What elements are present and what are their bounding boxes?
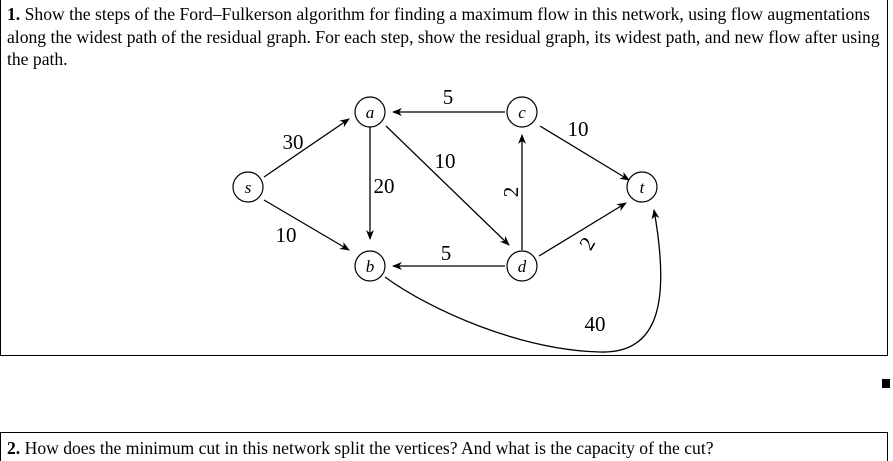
- node-s-label: s: [245, 178, 252, 197]
- capacity-d-b: 5: [441, 241, 452, 265]
- capacity-a-b: 20: [374, 174, 395, 198]
- capacity-c-a: 5: [443, 85, 454, 109]
- node-a-label: a: [366, 103, 375, 122]
- capacity-d-t: 2: [574, 233, 600, 254]
- edge-s-a: [263, 118, 350, 178]
- capacity-c-t: 10: [568, 117, 589, 141]
- capacity-b-t: 40: [585, 312, 606, 336]
- question-2-box: 2. How does the minimum cut in this netw…: [0, 432, 888, 461]
- edge-d-t: [538, 202, 627, 257]
- node-s: s: [232, 171, 264, 203]
- question-1-body: Show the steps of the Ford–Fulkerson alg…: [7, 4, 880, 69]
- edge-c-t: [539, 125, 630, 181]
- node-t: t: [626, 171, 658, 203]
- node-d-label: d: [518, 257, 527, 276]
- edge-b-t: [384, 209, 662, 353]
- capacity-s-b: 10: [276, 223, 297, 247]
- node-t-label: t: [640, 178, 646, 197]
- question-2-text: 2. How does the minimum cut in this netw…: [7, 437, 714, 459]
- question-1-box: 1. Show the steps of the Ford–Fulkerson …: [0, 0, 888, 356]
- question-2-number: 2.: [7, 438, 21, 458]
- end-of-proof-mark: [882, 379, 890, 388]
- question-1-number: 1.: [7, 4, 21, 24]
- edge-s-b: [263, 199, 350, 251]
- capacity-d-c: 2: [499, 187, 523, 198]
- node-a: a: [354, 96, 386, 128]
- node-b: b: [354, 250, 386, 282]
- question-2-body: How does the minimum cut in this network…: [24, 438, 714, 458]
- capacity-s-a: 30: [283, 130, 304, 154]
- capacity-a-d: 10: [435, 149, 456, 173]
- edge-a-d: [385, 125, 510, 246]
- node-b-label: b: [366, 257, 375, 276]
- question-1-text: 1. Show the steps of the Ford–Fulkerson …: [7, 3, 887, 71]
- node-d: d: [506, 250, 538, 282]
- node-c: c: [506, 96, 538, 128]
- node-c-label: c: [518, 103, 526, 122]
